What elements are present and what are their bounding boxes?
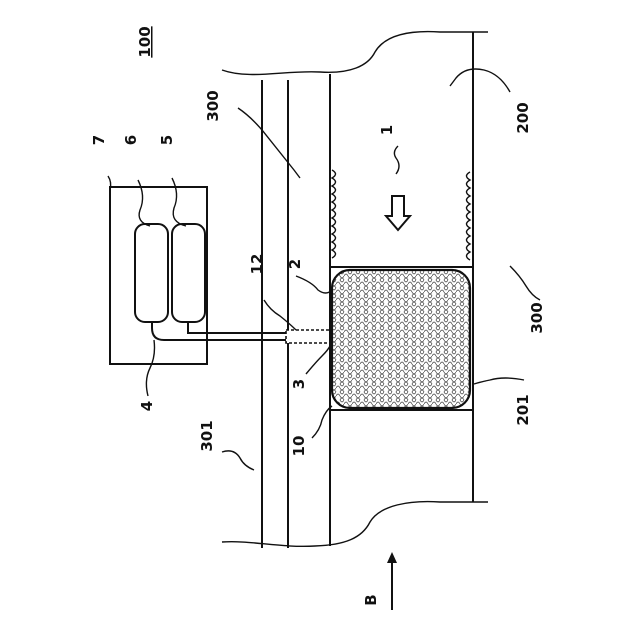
label-3: 3: [290, 379, 308, 389]
label-300-top: 300: [204, 90, 222, 121]
flow-arrow: [386, 196, 410, 230]
leader-4: [146, 340, 154, 396]
leader-2: [296, 276, 332, 293]
leader-301: [222, 451, 254, 470]
label-201: 201: [514, 394, 532, 425]
label-5: 5: [158, 135, 176, 145]
direction-arrow-b-head: [387, 552, 397, 563]
leader-200: [450, 69, 510, 92]
leader-1: [394, 146, 399, 174]
connector-12: [286, 330, 330, 343]
tissue-fibers-left: [332, 170, 336, 258]
label-10: 10: [290, 436, 308, 457]
tissue-boundary-top: [222, 32, 488, 75]
label-1: 1: [378, 125, 396, 135]
label-2: 2: [286, 259, 304, 269]
leader-201: [474, 378, 524, 384]
label-4: 4: [138, 401, 156, 411]
leader-5: [172, 178, 186, 226]
label-12: 12: [248, 254, 266, 275]
label-200: 200: [514, 102, 532, 133]
figure-number: 100: [136, 26, 154, 57]
component-5: [172, 224, 205, 322]
label-7: 7: [90, 135, 108, 145]
component-6: [135, 224, 168, 322]
mesh-occluder: [332, 270, 470, 408]
label-6: 6: [122, 135, 140, 145]
leader-12: [264, 300, 296, 330]
tissue-fibers-right: [467, 172, 471, 260]
label-301: 301: [198, 420, 216, 451]
control-box: [110, 187, 207, 364]
leader-300a: [238, 108, 300, 178]
leader-300b: [510, 266, 540, 300]
label-300-right: 300: [528, 302, 546, 333]
leader-3: [306, 346, 330, 374]
direction-label: B: [362, 594, 380, 605]
